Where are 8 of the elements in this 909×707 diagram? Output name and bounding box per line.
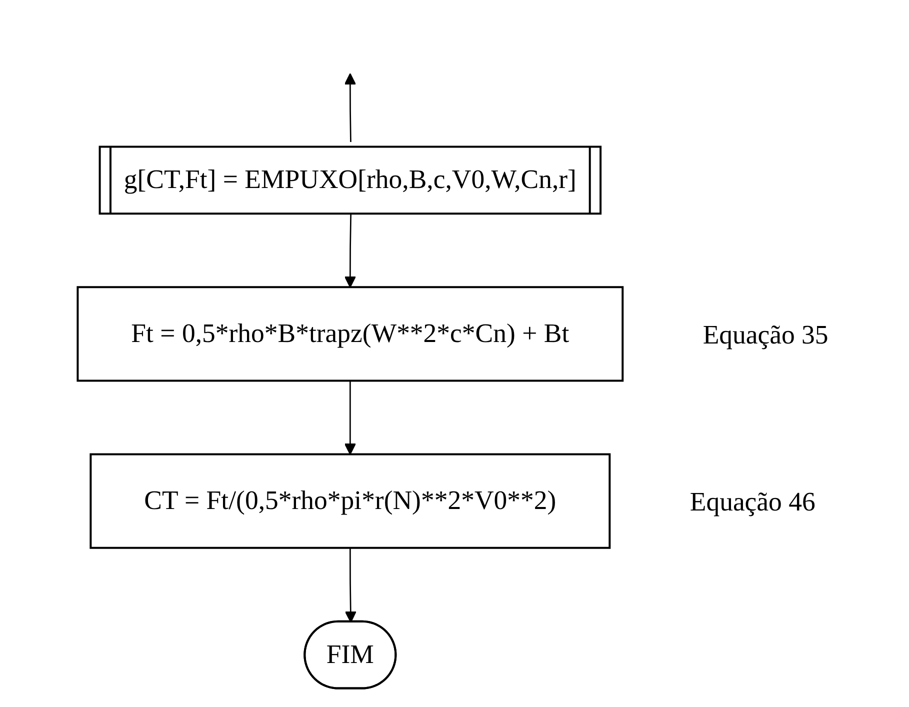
node-box xyxy=(90,452,611,548)
node-box xyxy=(76,286,624,382)
arrow xyxy=(344,72,356,142)
arrow xyxy=(344,380,356,454)
equation-number: Equação 46 xyxy=(690,486,816,516)
flowchart: g[CT,Ft] = EMPUXO[rho,B,c,V0,W,Cn,r] Ft = 0,5*rho*B*trapz(W**2*c*Cn) + Bt CT = Ft/(0,5*rho*pi*r(N)**2*V0**2) FIM Equação 35 Equação 46 xyxy=(67,8,842,698)
equation-number: Equação 35 xyxy=(702,318,828,349)
arrow xyxy=(344,214,356,288)
